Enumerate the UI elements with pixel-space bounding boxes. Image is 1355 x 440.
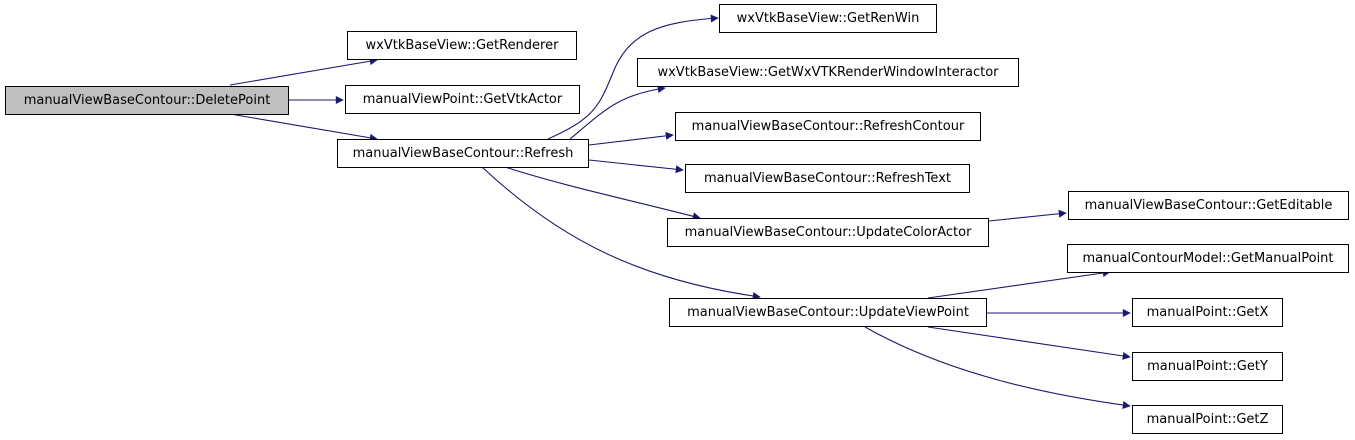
node-get-manual-point[interactable]: manualContourModel::GetManualPoint [1067,244,1349,273]
node-refresh-contour[interactable]: manualViewBaseContour::RefreshContour [675,112,981,141]
edge-refresh-to-refresh-text [588,159,684,174]
node-get-ren-win[interactable]: wxVtkBaseView::GetRenWin [719,4,937,33]
edge-refresh-to-update-color-actor [504,166,701,221]
edge-refresh-to-get-interactor [569,85,666,140]
node-get-y[interactable]: manualPoint::GetY [1132,352,1283,381]
node-refresh-text[interactable]: manualViewBaseContour::RefreshText [685,164,970,193]
edge-refresh-to-refresh-contour [588,131,674,146]
node-refresh[interactable]: manualViewBaseContour::Refresh [337,139,589,168]
node-update-color-actor[interactable]: manualViewBaseContour::UpdateColorActor [667,218,989,247]
edge-refresh-to-update-view-point [481,166,761,300]
node-get-vtk-actor[interactable]: manualViewPoint::GetVtkActor [345,85,580,114]
edge-update-view-point-to-get-y [927,326,1131,360]
edge-update-view-point-to-get-z [864,326,1131,409]
node-get-wx-vtk-render-window-interactor[interactable]: wxVtkBaseView::GetWxVTKRenderWindowInter… [637,58,1019,87]
edge-update-view-point-to-get-manual-point [927,269,1111,299]
edge-delete-point-to-refresh [229,113,378,142]
node-update-view-point[interactable]: manualViewBaseContour::UpdateViewPoint [669,298,987,327]
node-get-x[interactable]: manualPoint::GetX [1132,298,1283,327]
edge-update-color-actor-to-get-editable [988,209,1067,222]
node-delete-point[interactable]: manualViewBaseContour::DeletePoint [5,86,289,115]
node-get-editable[interactable]: manualViewBaseContour::GetEditable [1068,191,1349,220]
node-get-z[interactable]: manualPoint::GetZ [1132,405,1283,434]
edge-delete-point-to-get-renderer [229,57,378,86]
edge-refresh-to-get-ren-win [547,14,719,140]
node-get-renderer[interactable]: wxVtkBaseView::GetRenderer [347,31,577,60]
